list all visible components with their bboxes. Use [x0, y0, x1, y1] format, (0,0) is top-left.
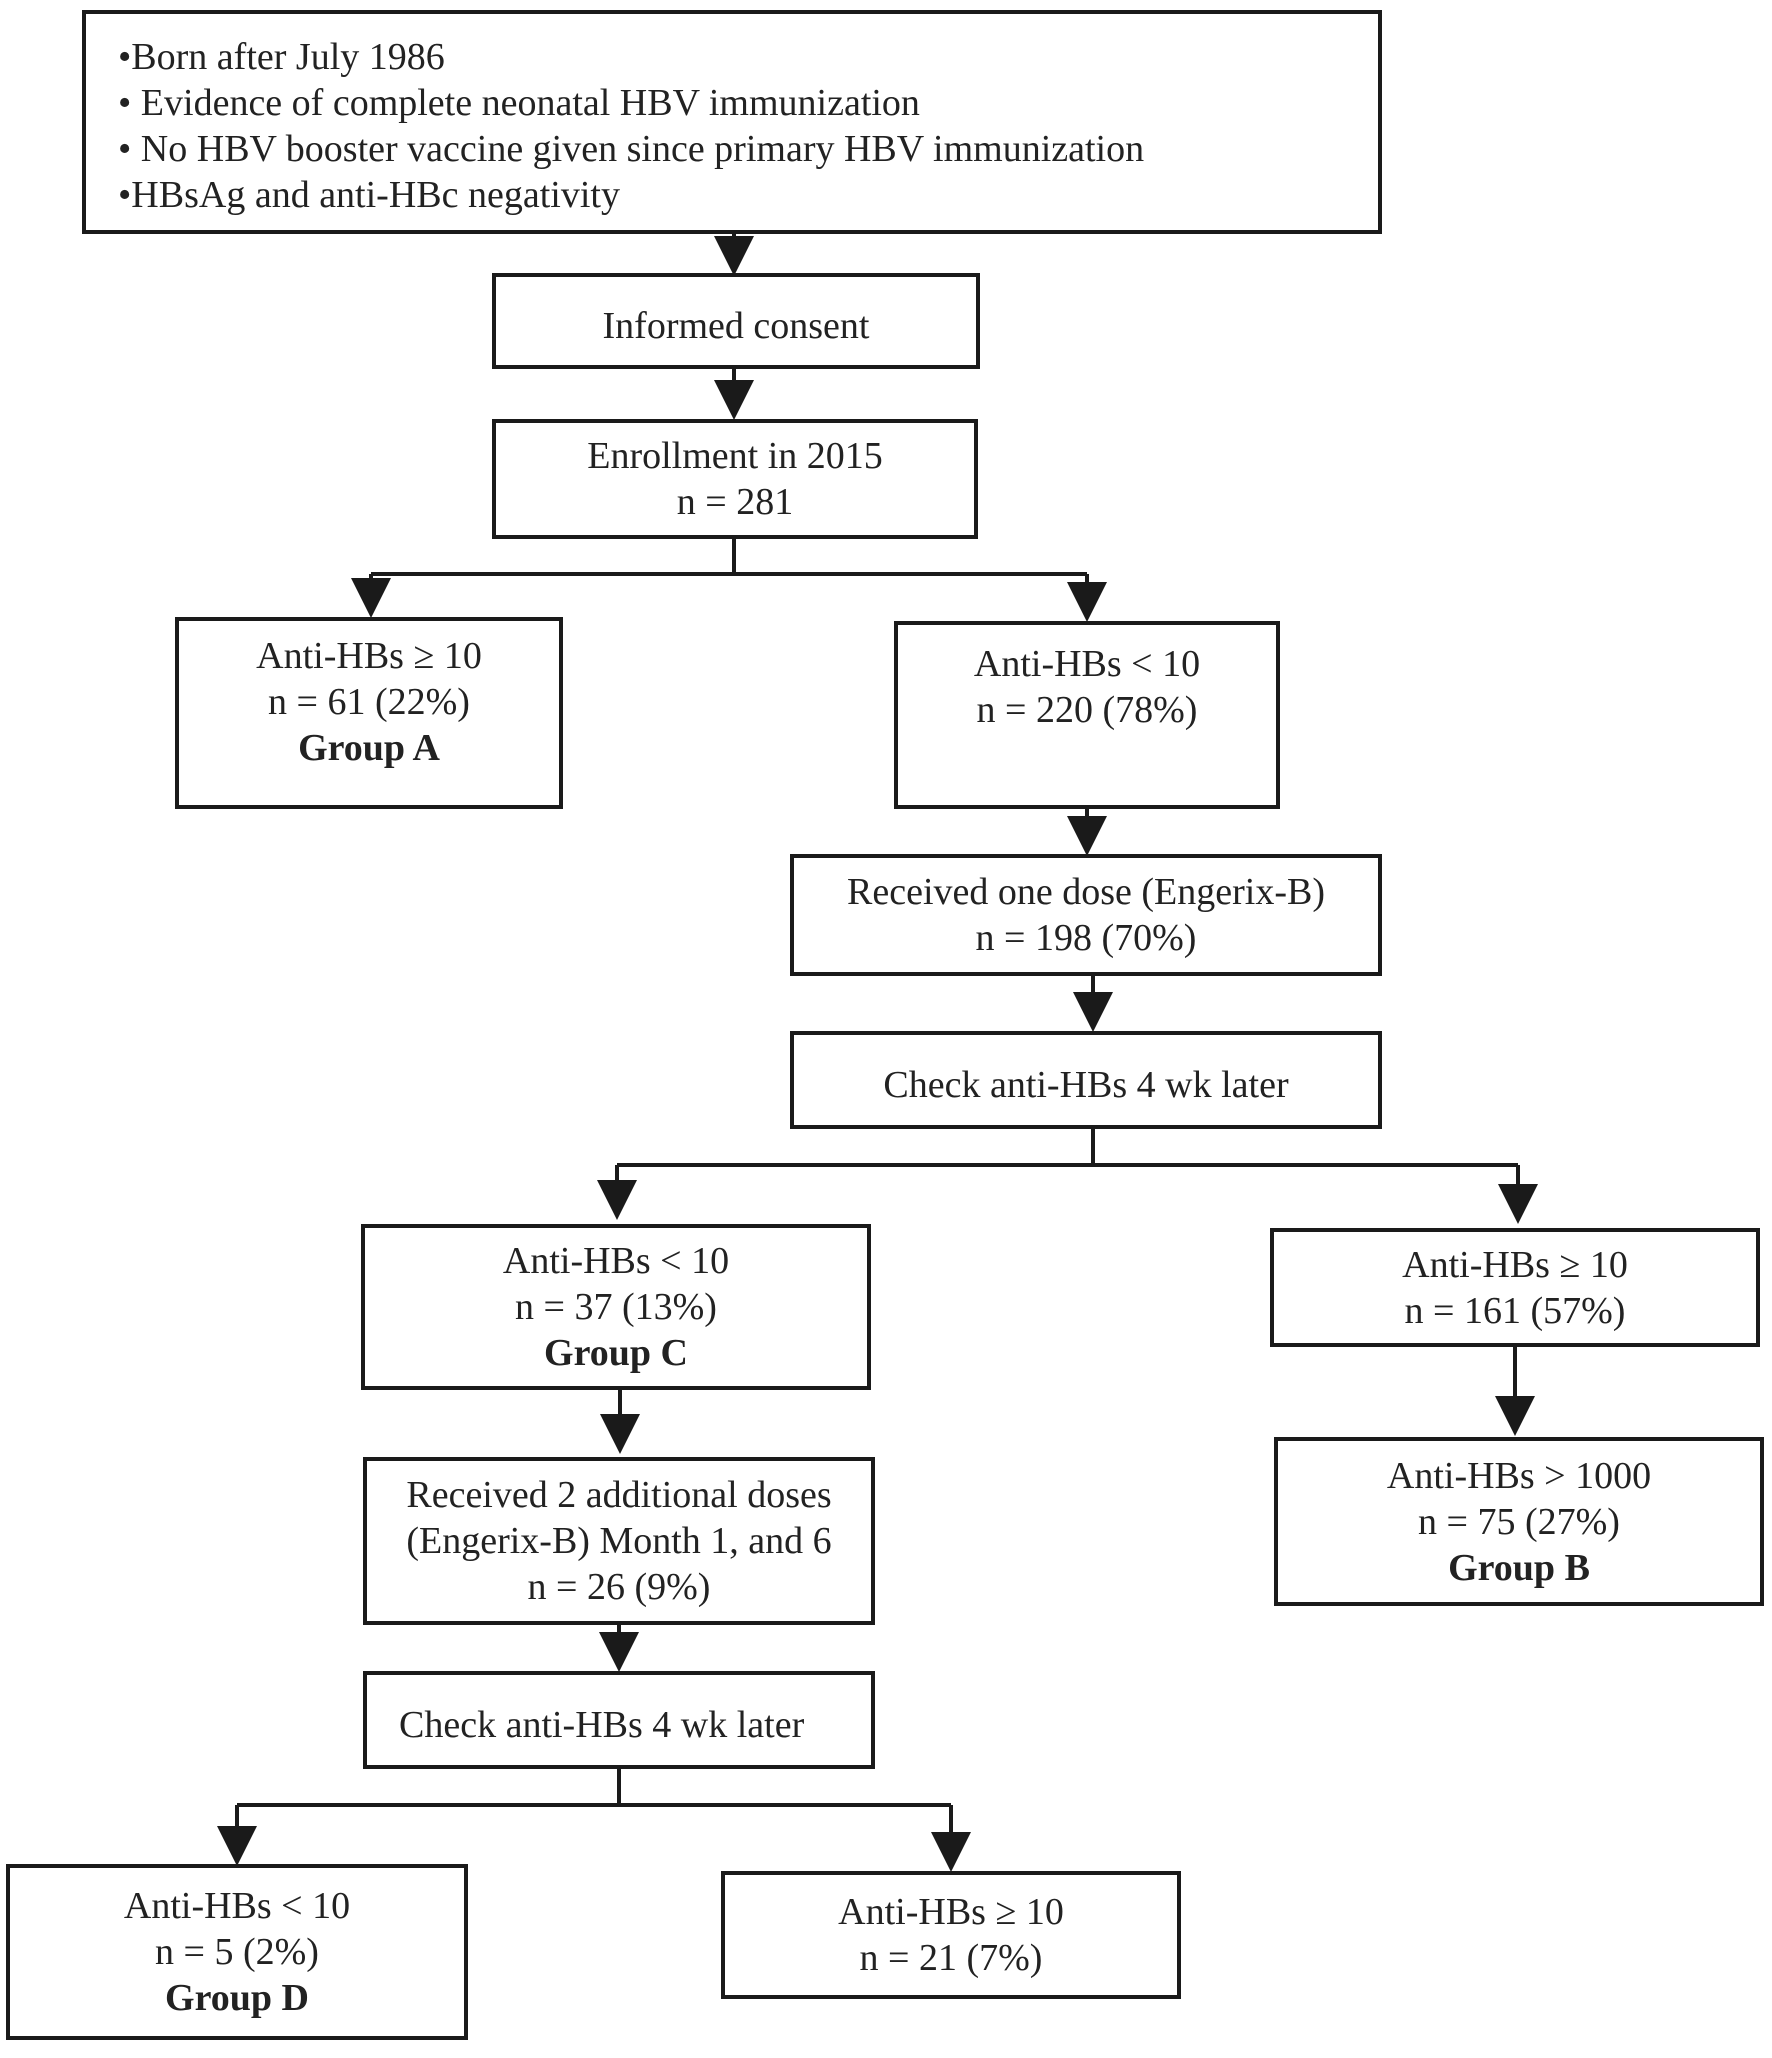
low-initial-threshold: Anti-HBs < 10: [973, 643, 1201, 685]
groupB-threshold: Anti-HBs > 1000: [1386, 1454, 1652, 1497]
groupD-count: n = 5 (2%): [155, 1931, 319, 1973]
groupB-label: Group B: [1448, 1546, 1590, 1589]
one-dose-title: Received one dose (Engerix-B): [847, 871, 1325, 913]
check-antibody-label-2: Check anti-HBs 4 wk later: [399, 1704, 805, 1746]
two-doses-schedule: (Engerix-B) Month 1, and 6: [406, 1520, 832, 1562]
one-dose-count: n = 198 (70%): [975, 917, 1197, 959]
groupD-threshold: Anti-HBs < 10: [123, 1885, 351, 1927]
high-after-one-count: n = 161 (57%): [1404, 1289, 1626, 1332]
enrollment-count: n = 281: [676, 481, 794, 523]
criterion-1: •Born after July 1986: [118, 36, 445, 78]
two-doses-title: Received 2 additional doses: [406, 1474, 832, 1516]
criterion-4: •HBsAg and anti-HBc negativity: [118, 174, 620, 216]
check-antibody-box-1: Check anti-HBs 4 wk later: [790, 1031, 1382, 1129]
groupD-box: Anti-HBs < 10 n = 5 (2%) Group D: [6, 1864, 468, 2040]
inclusion-criteria-box: •Born after July 1986 • Evidence of comp…: [82, 10, 1382, 234]
informed-consent-box: Informed consent: [492, 273, 980, 369]
two-doses-count: n = 26 (9%): [527, 1566, 711, 1608]
groupC-count: n = 37 (13%): [515, 1286, 717, 1328]
high-final-count: n = 21 (7%): [859, 1937, 1043, 1979]
two-doses-box: Received 2 additional doses (Engerix-B) …: [363, 1457, 875, 1625]
groupC-threshold: Anti-HBs < 10: [502, 1240, 730, 1282]
groupA-threshold: Anti-HBs ≥ 10: [256, 635, 482, 677]
groupD-label: Group D: [165, 1977, 309, 2019]
groupC-label: Group C: [544, 1332, 688, 1374]
check-antibody-box-2: Check anti-HBs 4 wk later: [363, 1671, 875, 1769]
high-final-box: Anti-HBs ≥ 10 n = 21 (7%): [721, 1871, 1181, 1999]
groupB-box: Anti-HBs > 1000 n = 75 (27%) Group B: [1274, 1437, 1764, 1606]
high-final-threshold: Anti-HBs ≥ 10: [838, 1891, 1064, 1933]
check-antibody-label-1: Check anti-HBs 4 wk later: [883, 1064, 1289, 1106]
low-initial-box: Anti-HBs < 10 n = 220 (78%): [894, 621, 1280, 809]
enrollment-box: Enrollment in 2015 n = 281: [492, 419, 978, 539]
groupA-label: Group A: [298, 727, 440, 769]
groupA-box: Anti-HBs ≥ 10 n = 61 (22%) Group A: [175, 617, 563, 809]
groupB-count: n = 75 (27%): [1418, 1500, 1620, 1543]
one-dose-box: Received one dose (Engerix-B) n = 198 (7…: [790, 854, 1382, 976]
enrollment-title: Enrollment in 2015: [587, 435, 883, 477]
groupC-box: Anti-HBs < 10 n = 37 (13%) Group C: [361, 1224, 871, 1390]
criterion-3: • No HBV booster vaccine given since pri…: [118, 128, 1145, 170]
informed-consent-label: Informed consent: [602, 305, 870, 347]
groupA-count: n = 61 (22%): [268, 681, 470, 723]
low-initial-count: n = 220 (78%): [976, 689, 1198, 731]
high-after-one-box: Anti-HBs ≥ 10 n = 161 (57%): [1270, 1228, 1760, 1347]
high-after-one-threshold: Anti-HBs ≥ 10: [1402, 1243, 1628, 1286]
criterion-2: • Evidence of complete neonatal HBV immu…: [118, 82, 920, 124]
